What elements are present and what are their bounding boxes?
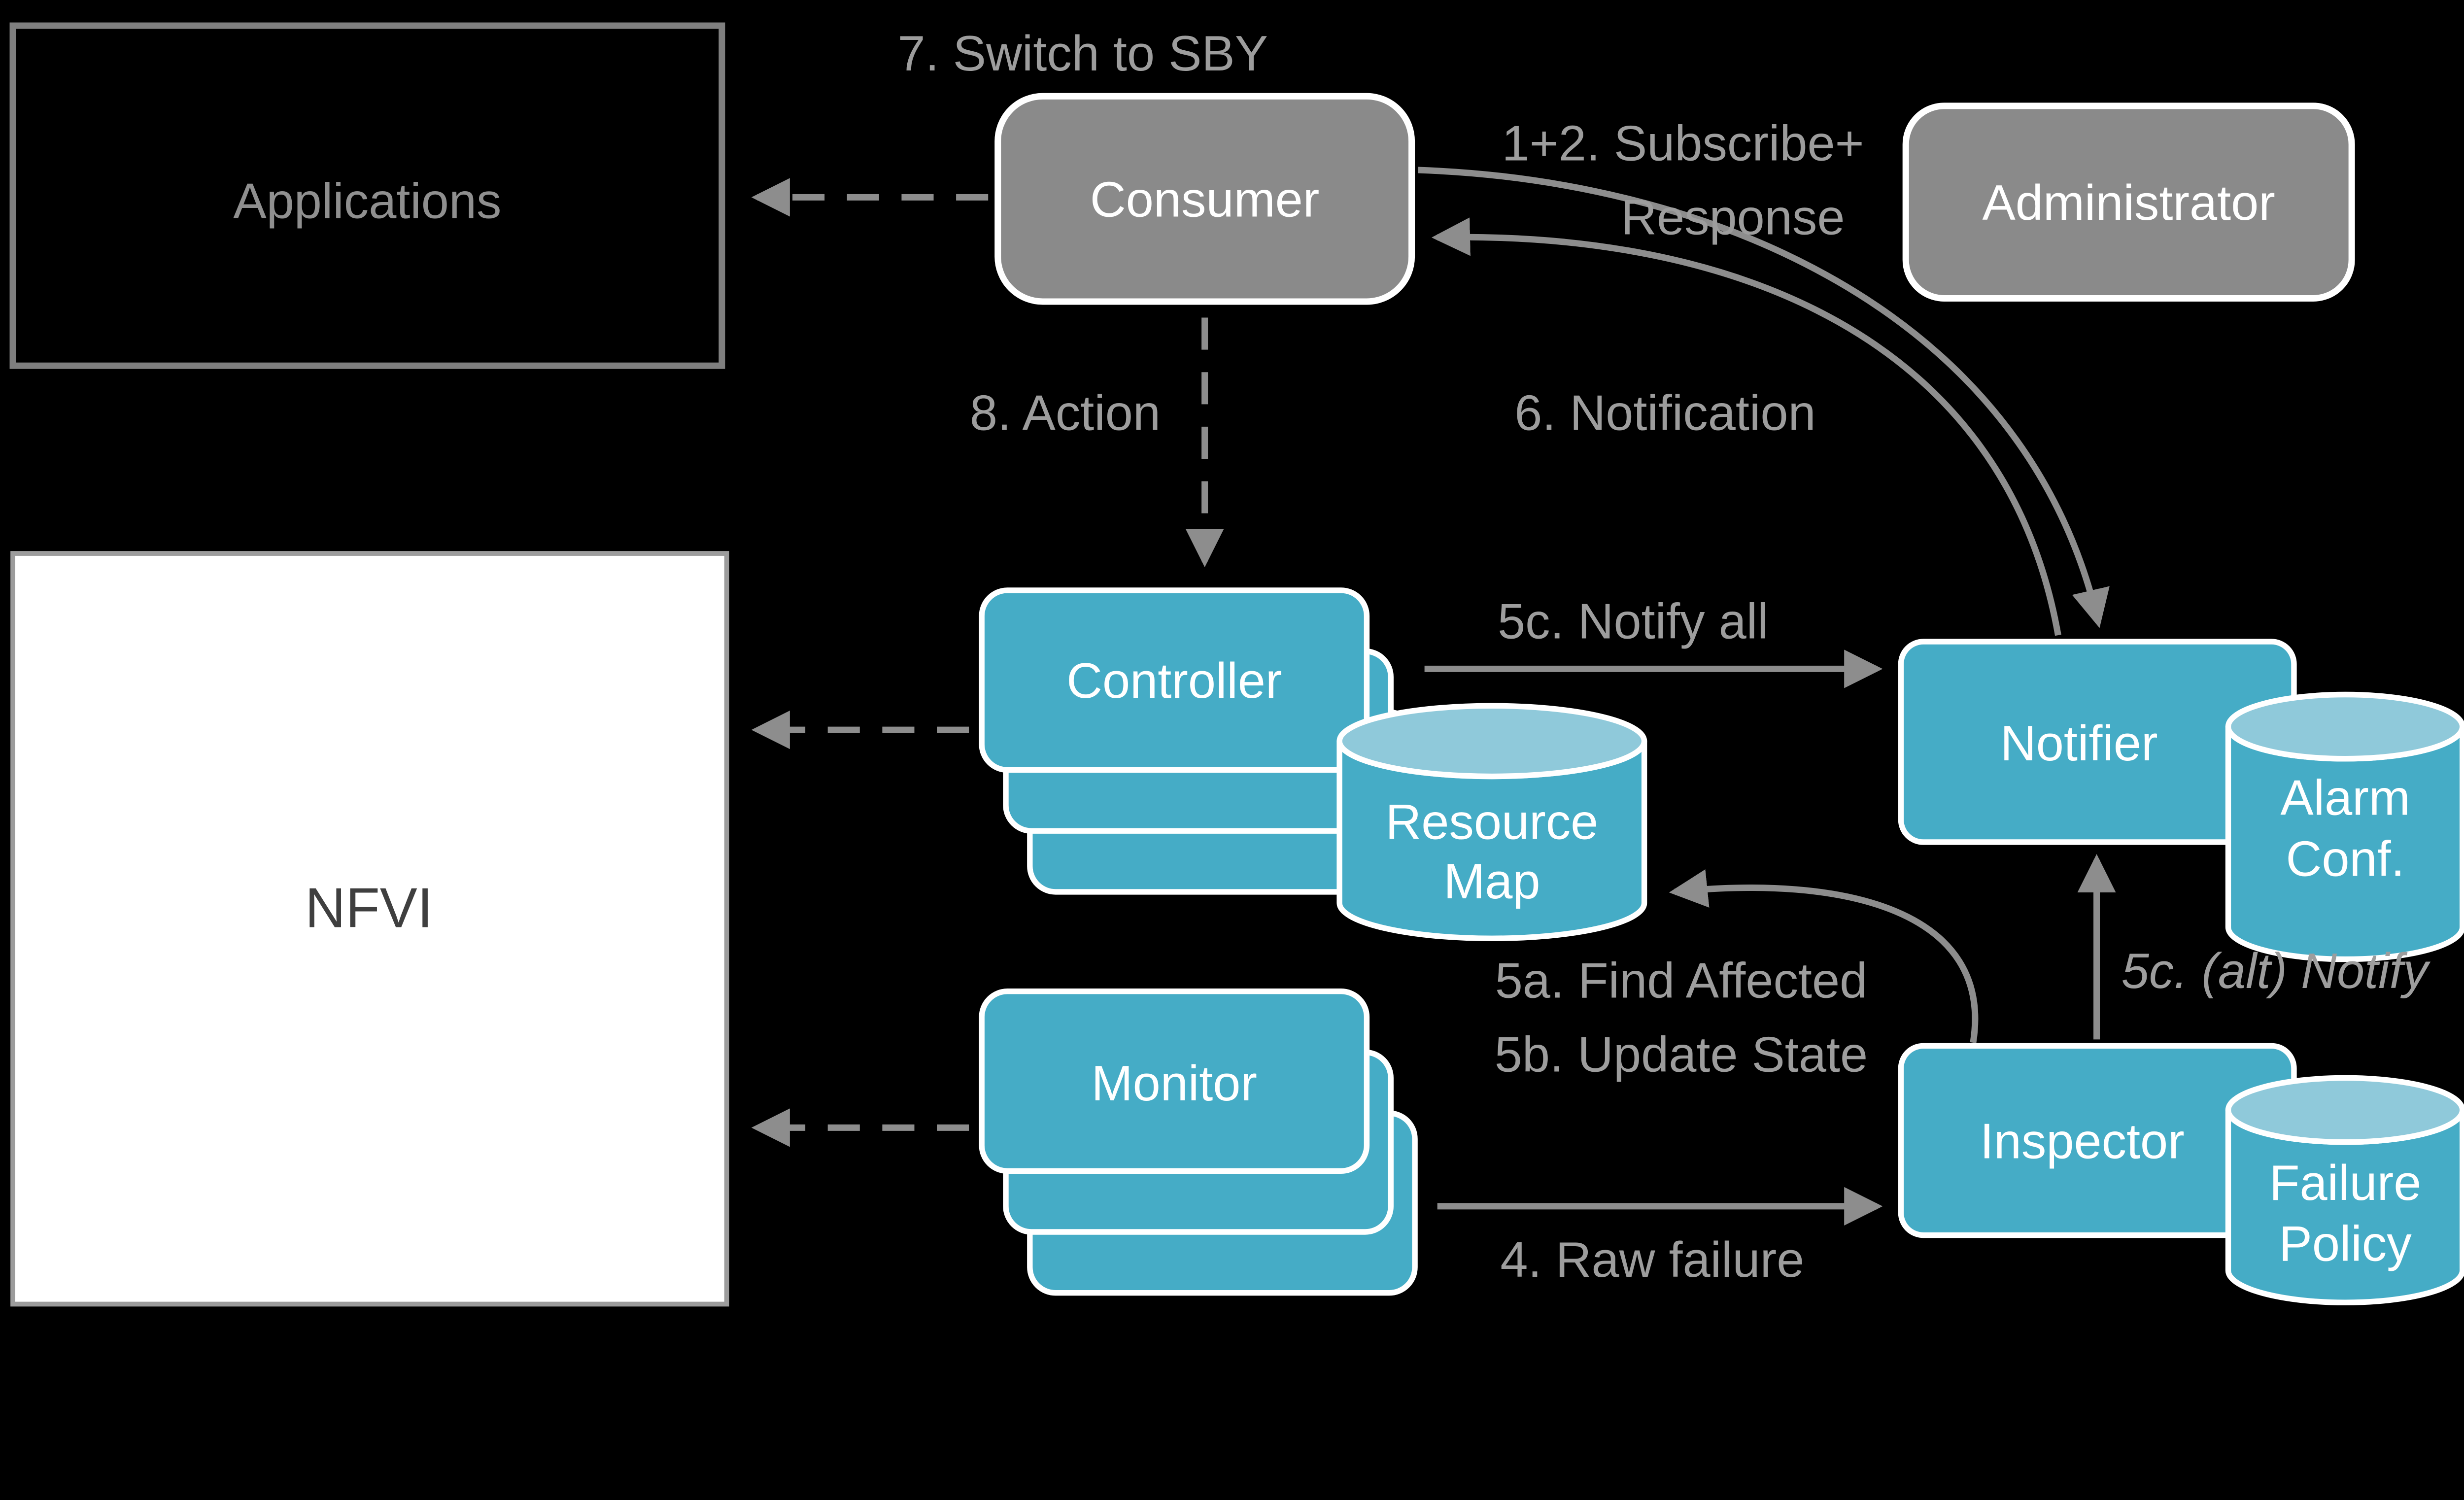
alarm-conf-label-line2: Conf. [2286, 831, 2405, 886]
failure-policy-cylinder-top [2225, 1075, 2464, 1145]
monitor-node [979, 989, 1370, 1174]
alarm-conf-label-line1: Alarm [2280, 771, 2410, 826]
consumer-label: Consumer [1090, 172, 1319, 227]
failure-policy-label-line2: Policy [2279, 1217, 2412, 1272]
alarm-conf-cylinder-top [2225, 691, 2464, 762]
label-find-affected: 5a. Find Affected [1495, 954, 1867, 1009]
failure-policy-label-line1: Failure [2269, 1156, 2421, 1211]
arrow-notifier-to-consumer [1431, 217, 2061, 636]
resource-map-label-line2: Map [1443, 854, 1540, 909]
inspector-label: Inspector [1980, 1114, 2185, 1169]
nfvi-box [10, 551, 729, 1307]
label-raw-failure: 4. Raw failure [1500, 1232, 1804, 1288]
label-alt-notify: 5c. (alt) Notify [2122, 944, 2431, 999]
applications-box [9, 22, 725, 369]
controller-node [979, 587, 1370, 773]
administrator-node [1902, 102, 2355, 302]
label-subscribe-response-line1: 1+2. Subscribe+ [1502, 116, 1864, 171]
label-notification: 6. Notification [1514, 385, 1815, 441]
diagram-canvas: Applications NFVI Consumer Administrator… [9, 22, 2464, 1307]
fault-management-diagram: Applications NFVI Consumer Administrator… [9, 22, 2464, 1307]
notifier-label: Notifier [2000, 716, 2158, 771]
arrow-inspector-to-resource-map [1669, 869, 1979, 1043]
applications-label: Applications [233, 174, 501, 229]
label-subscribe-response-line2: Response [1621, 190, 1845, 245]
label-update-state: 5b. Update State [1495, 1027, 1868, 1082]
label-switch-to-sby: 7. Switch to SBY [898, 26, 1268, 81]
resource-map-label-line1: Resource [1385, 794, 1598, 850]
label-action: 8. Action [970, 385, 1161, 441]
consumer-node [994, 93, 1415, 305]
administrator-label: Administrator [1982, 175, 2275, 231]
controller-label: Controller [1066, 653, 1282, 709]
monitor-label: Monitor [1092, 1056, 1257, 1111]
resource-map-cylinder-top [1336, 703, 1647, 780]
nfvi-label: NFVI [305, 877, 433, 940]
arrow-consumer-to-notifier [1418, 167, 2110, 628]
label-notify-all: 5c. Notify all [1498, 594, 1769, 649]
